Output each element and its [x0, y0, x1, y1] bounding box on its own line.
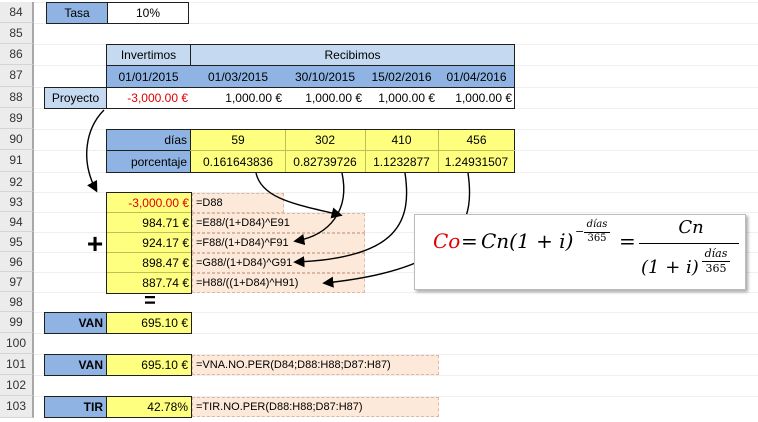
van-value-cell[interactable]: 695.10 €	[106, 312, 192, 334]
tir-formula-cell[interactable]: =TIR.NO.PER(D88:H88;D87:H87)	[192, 397, 439, 417]
porcentaje-label: porcentaje	[106, 150, 191, 173]
tir-label: TIR	[44, 396, 107, 418]
row-header-88[interactable]: 88	[0, 87, 34, 108]
arrow-e91	[255, 172, 343, 219]
date-cell[interactable]: 30/10/2015	[294, 69, 356, 84]
tasa-value-cell[interactable]: 10%	[107, 2, 189, 24]
row-header-84[interactable]: 84	[0, 2, 34, 23]
row-header-91[interactable]: 91	[0, 150, 34, 172]
date-cell[interactable]: 01/01/2015	[118, 69, 179, 84]
dias-cell[interactable]: 410	[391, 133, 412, 147]
row-header-90[interactable]: 90	[0, 129, 34, 150]
row-header-93[interactable]: 93	[0, 192, 34, 212]
dias-cell[interactable]: 302	[314, 133, 336, 147]
formula-exp-den: 365	[587, 233, 607, 244]
date-cell[interactable]: 15/02/2016	[371, 69, 432, 84]
formula-cell[interactable]: =D88	[192, 193, 284, 213]
arrow-f91	[293, 172, 345, 246]
pv-cell[interactable]: 984.71 €	[142, 216, 189, 230]
row-header-102[interactable]: 102	[0, 375, 34, 396]
porcentaje-cell[interactable]: 0.161643836	[202, 154, 274, 169]
row-header-85[interactable]: 85	[0, 23, 34, 44]
cashflow-cell[interactable]: 1,000.00 €	[378, 91, 435, 105]
row-header-96[interactable]: 96	[0, 252, 34, 272]
date-cell[interactable]: 01/04/2016	[446, 69, 507, 84]
porcentaje-cell[interactable]: 1.1232877	[373, 154, 430, 169]
formula-eq2: =	[619, 229, 636, 253]
porcentaje-cell[interactable]: 1.24931507	[444, 154, 509, 169]
dias-porcentaje-block	[190, 129, 515, 173]
dias-cell[interactable]: 59	[231, 133, 245, 147]
formula-denominator: (1 + i)	[641, 257, 699, 278]
formula-den-exp-num: días	[704, 247, 728, 260]
van-label: VAN	[44, 312, 107, 334]
formula-cell[interactable]: =E88/(1+D84)^E91	[192, 213, 365, 233]
formula-cell[interactable]: =G88/(1+D84)^G91	[192, 253, 365, 273]
tir-value-cell[interactable]: 42.78%	[106, 396, 192, 418]
formula-cell[interactable]: =H88/((1+D84)^H91)	[192, 273, 365, 293]
row-header-86[interactable]: 86	[0, 44, 34, 65]
pv-cell[interactable]: -3,000.00 €	[128, 196, 189, 210]
row-header-95[interactable]: 95	[0, 232, 34, 252]
plus-sign: +	[86, 228, 104, 259]
row-header-98[interactable]: 98	[0, 292, 34, 312]
tasa-label: Tasa	[46, 2, 108, 24]
discount-formula-box[interactable]: Co = Cn(1 + i) − días 365 = Cn (1 + i) d…	[414, 214, 746, 290]
dias-cell[interactable]: 456	[466, 133, 487, 147]
cashflow-cell[interactable]: 1,000.00 €	[455, 91, 512, 105]
formula-eq1: =	[461, 229, 478, 253]
row-header-97[interactable]: 97	[0, 272, 34, 292]
cashflow-cell-invest[interactable]: -3,000.00 €	[127, 91, 188, 105]
formula-numerator: Cn	[678, 217, 704, 238]
pv-cell[interactable]: 887.74 €	[142, 276, 189, 290]
van-value-cell-2[interactable]: 695.10 €	[106, 354, 192, 376]
arrow-g91	[293, 172, 408, 268]
row-header-94[interactable]: 94	[0, 212, 34, 232]
proyecto-label: Proyecto	[44, 87, 107, 109]
row-header-87[interactable]: 87	[0, 65, 34, 87]
row-header-101[interactable]: 101	[0, 354, 34, 375]
van-formula-cell[interactable]: =VNA.NO.PER(D84;D88:H88;D87:H87)	[192, 355, 439, 375]
formula-cn-term: Cn(1 + i)	[481, 229, 574, 253]
proyecto-row	[106, 87, 515, 109]
formula-exp-sign: −	[575, 225, 585, 238]
formula-cell[interactable]: =F88/(1+D84)^F91	[192, 233, 365, 253]
header-recibimos: Recibimos	[190, 44, 515, 66]
row-header-89[interactable]: 89	[0, 108, 34, 129]
date-cell[interactable]: 01/03/2015	[207, 69, 269, 84]
pv-cell[interactable]: 898.47 €	[142, 256, 189, 270]
equals-sign: =	[144, 290, 156, 312]
cashflow-cell[interactable]: 1,000.00 €	[305, 91, 362, 105]
cashflow-cell[interactable]: 1,000.00 €	[225, 91, 282, 105]
row-header-92[interactable]: 92	[0, 172, 34, 192]
formula-co: Co	[433, 229, 461, 253]
porcentaje-cell[interactable]: 0.82739726	[293, 154, 357, 169]
pv-block	[106, 192, 192, 294]
row-header-99[interactable]: 99	[0, 312, 34, 333]
formula-exp-num: días	[586, 219, 608, 230]
formula-den-exp-den: 365	[705, 262, 727, 275]
row-header-103[interactable]: 103	[0, 396, 34, 418]
pv-cell[interactable]: 924.17 €	[142, 236, 189, 250]
arrow-d88	[86, 109, 105, 193]
row-header-100[interactable]: 100	[0, 333, 34, 354]
